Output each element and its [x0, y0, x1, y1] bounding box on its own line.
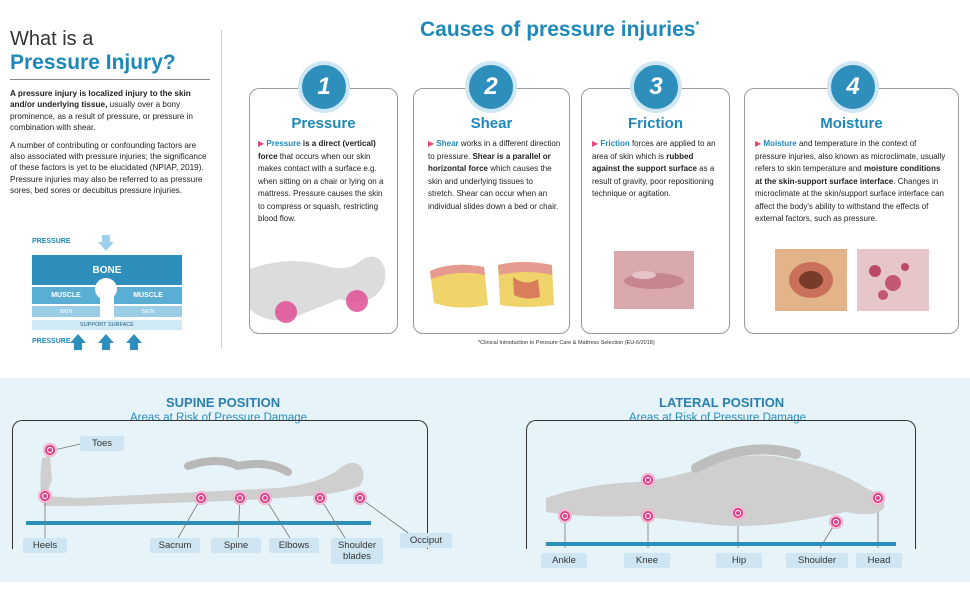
cause-kw-friction: Friction	[600, 139, 630, 148]
cause-text-friction: ▶ Friction forces are applied to an area…	[592, 138, 721, 201]
lateral-title: LATERAL POSITION	[659, 395, 785, 410]
supine-frame	[12, 420, 428, 549]
cause-text-shear: ▶ Shear works in a different direction t…	[428, 138, 561, 213]
head-pressure-illustration	[250, 256, 386, 323]
supine-occiput-marker	[353, 491, 367, 505]
supine-label-shoulder-blades: Shoulder blades	[331, 538, 383, 564]
supine-title: SUPINE POSITION	[166, 395, 281, 410]
causes-title: Causes of pressure injuries*	[420, 18, 699, 42]
supine-label-sacrum: Sacrum	[150, 538, 200, 553]
cause-b1-shear: Shear is a parallel or horizontal force	[428, 151, 551, 174]
intro-p1-rest: usually over a bony prominence, as a res…	[10, 100, 193, 133]
lateral-label-shoulder: Shoulder	[786, 553, 848, 568]
cause-kw-shear: Shear	[436, 139, 459, 148]
causes-footnote: *Clinical Introduction to Pressure Care …	[478, 340, 655, 346]
supine-label-heels: Heels	[23, 538, 67, 553]
cause-t2-friction: as a result of gravity, poor repositioni…	[592, 164, 715, 198]
divider	[221, 30, 222, 348]
supine-label-elbows: Elbows	[269, 538, 319, 553]
lateral-ankle-marker	[558, 509, 572, 523]
lateral-frame	[526, 420, 916, 549]
supine-toes-marker	[43, 443, 57, 457]
bullet-triangle-icon: ▶	[592, 139, 599, 148]
intro-paragraph-2: A number of contributing or confounding …	[10, 140, 207, 196]
cause-card-pressure: 1 Pressure ▶ Pressure is a direct (verti…	[249, 61, 398, 334]
cause-text-pressure: ▶ Pressure is a direct (vertical) force …	[258, 138, 389, 226]
supine-label-occiput: Occiput	[400, 533, 452, 548]
supine-label-spine: Spine	[211, 538, 261, 553]
intro-question: What is a	[10, 28, 94, 50]
causes-asterisk: *	[695, 20, 700, 31]
cause-title-shear: Shear	[470, 115, 513, 132]
diagram-pressure-top-label: PRESSURE	[32, 238, 71, 245]
positions-panel: SUPINE POSITION Areas at Risk of Pressur…	[0, 378, 970, 582]
bullet-triangle-icon: ▶	[428, 139, 435, 148]
lateral-subtitle: Areas at Risk of Pressure Damage	[629, 412, 807, 424]
diagram-bone-notch	[95, 278, 117, 300]
up-arrows-icon	[70, 334, 142, 350]
cause-title-pressure: Pressure	[291, 115, 356, 132]
diagram-muscle-right: MUSCLE	[114, 287, 182, 304]
lateral-head-marker	[871, 491, 885, 505]
diagram-skin-left: SKIN	[32, 306, 100, 317]
cause-t2-shear: which causes the skin and underlying tis…	[428, 164, 559, 211]
cause-b1-friction: rubbed against the support surface	[592, 151, 697, 174]
supine-body-illustration	[40, 456, 364, 506]
intro-section: What is a Pressure Injury? A pressure in…	[10, 28, 210, 197]
cause-number-3: 3	[630, 61, 682, 113]
cause-card-shear: 2 Shear ▶ Shear works in a different dir…	[413, 61, 570, 334]
supine-heels-marker	[38, 489, 52, 503]
diagram-pressure-bottom-label: PRESSURE	[32, 338, 71, 345]
cause-b1-moisture: moisture conditions at the skin-support …	[755, 164, 941, 186]
lateral-shoulder-marker	[829, 515, 843, 529]
moisture-wound-photos	[775, 249, 929, 311]
lateral-label-hip: Hip	[716, 553, 762, 568]
cause-t2-moisture: . Changes in microclimate at the skin/su…	[755, 176, 944, 224]
cause-title-moisture: Moisture	[820, 115, 883, 132]
friction-skin-photo	[614, 251, 694, 309]
lateral-bed	[546, 542, 896, 546]
skin-tissue-illustration	[430, 262, 554, 308]
lateral-label-head: Head	[856, 553, 902, 568]
bullet-triangle-icon: ▶	[258, 139, 265, 148]
diagram-muscle-left: MUSCLE	[32, 287, 100, 304]
cause-title-friction: Friction	[628, 115, 683, 132]
cause-card-moisture: 4 Moisture ▶ Moisture and temperature in…	[744, 61, 959, 334]
cause-kw-moisture: Moisture	[763, 139, 797, 148]
bullet-triangle-icon: ▶	[755, 139, 762, 148]
diagram-skin-right: SKIN	[114, 306, 182, 317]
supine-subtitle: Areas at Risk of Pressure Damage	[130, 412, 308, 424]
cause-card-friction: 3 Friction ▶ Friction forces are applied…	[581, 61, 730, 334]
causes-title-text: Causes of pressure injuries	[420, 18, 696, 41]
supine-shoulder-blades-marker	[313, 491, 327, 505]
cause-b1-pressure: is a direct (vertical) force	[258, 139, 376, 161]
cause-kw-pressure: Pressure	[266, 139, 301, 148]
cause-t1-shear: works in a different direction to pressu…	[428, 139, 561, 161]
lateral-label-knee: Knee	[624, 553, 670, 568]
intro-p1-bold: A pressure injury is localized injury to…	[10, 89, 191, 110]
down-arrow-icon	[98, 235, 114, 251]
pressure-diagram: PRESSURE BONE MUSCLE MUSCLE SKIN SKIN SU…	[30, 234, 182, 352]
diagram-support-surface: SUPPORT SURFACE	[32, 320, 182, 330]
intro-title: Pressure Injury?	[10, 50, 210, 80]
cause-t2-pressure: that occurs when our skin makes contact …	[258, 151, 384, 224]
supine-bed	[26, 521, 371, 525]
lateral-knee-upper-marker	[641, 473, 655, 487]
cause-number-2: 2	[465, 61, 517, 113]
intro-paragraph-1: A pressure injury is localized injury to…	[10, 88, 210, 134]
cause-t1-moisture: and temperature in the context of pressu…	[755, 139, 946, 173]
lateral-hip-marker	[731, 506, 745, 520]
supine-label-toes: Toes	[80, 436, 124, 451]
cause-number-1: 1	[298, 61, 350, 113]
supine-sacrum-marker	[194, 491, 208, 505]
lateral-label-ankle: Ankle	[541, 553, 587, 568]
lateral-body-illustration	[546, 444, 885, 526]
cause-number-4: 4	[827, 61, 879, 113]
cause-t1-friction: forces are applied to an area of skin wh…	[592, 139, 716, 161]
supine-spine-marker	[233, 491, 247, 505]
cause-text-moisture: ▶ Moisture and temperature in the contex…	[755, 138, 948, 226]
supine-elbows-marker	[258, 491, 272, 505]
lateral-knee-marker	[641, 509, 655, 523]
